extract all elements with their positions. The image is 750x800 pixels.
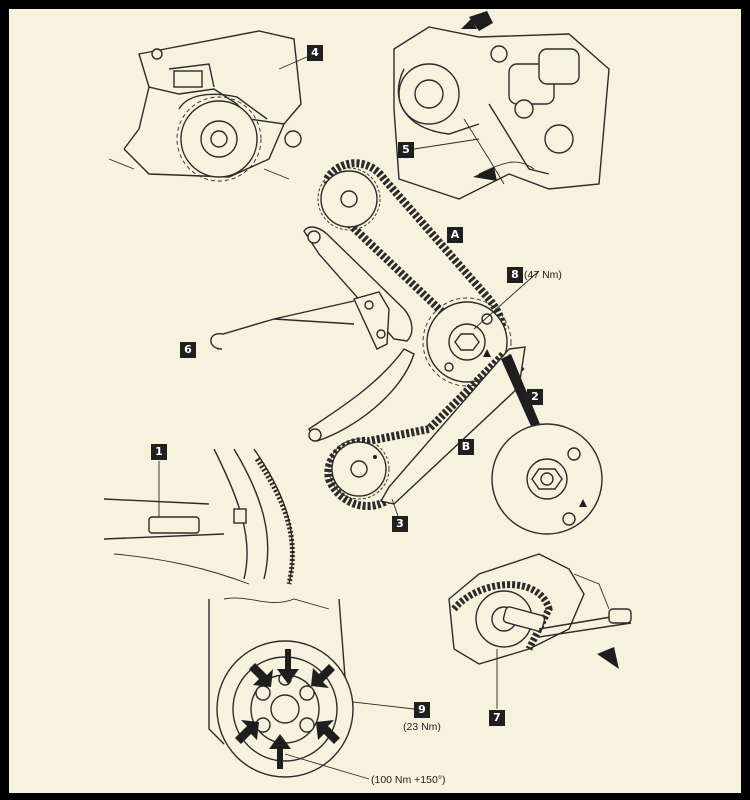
callout-9: 9 [414, 702, 430, 718]
callout-a: A [447, 227, 463, 243]
torque-9: (23 Nm) [403, 721, 441, 733]
upper-guide-rail [303, 226, 413, 342]
callout-1: 1 [151, 444, 167, 460]
central-chain-assembly [210, 159, 526, 511]
callout-3: 3 [392, 516, 408, 532]
callout-b: B [458, 439, 474, 455]
callout-8: 8 [507, 267, 523, 283]
timing-chain-diagram [103, 11, 632, 780]
locking-pin [148, 516, 200, 534]
panel-1-locking-pin [103, 448, 295, 585]
diagram-frame: 4 5 A 8 (47 Nm) 6 2 B 1 3 9 (23 Nm) 7 (1… [9, 9, 741, 793]
tool-pin [210, 300, 355, 350]
torque-crank: (100 Nm +150°) [371, 774, 446, 786]
callout-7: 7 [489, 710, 505, 726]
panel-5-chain-detail [393, 11, 610, 200]
panel-2-adjuster-disc [491, 354, 603, 535]
lower-guide-rail [308, 348, 415, 442]
callout-6: 6 [180, 342, 196, 358]
callout-2: 2 [527, 389, 543, 405]
panel-4-camshaft-housing [108, 30, 302, 182]
callout-5: 5 [398, 142, 414, 158]
panel-7-wrench [448, 553, 632, 669]
chain-a [322, 159, 507, 354]
tensioner-bracket [353, 291, 390, 350]
panel-9-crank-pulley [208, 597, 370, 780]
torque-8: (47 Nm) [524, 269, 562, 281]
callout-4: 4 [307, 45, 323, 61]
